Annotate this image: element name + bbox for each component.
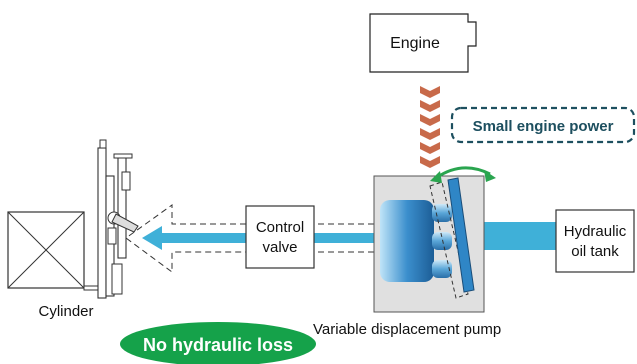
control-valve-label-line2: valve [262, 239, 297, 256]
pump-label: Variable displacement pump [313, 321, 501, 338]
cargo-crate-icon [7, 211, 85, 289]
hydraulic-tank-label-line2: oil tank [571, 243, 619, 260]
no-hydraulic-loss-label: No hydraulic loss [143, 335, 293, 355]
hydraulic-oil-tank: Hydraulic oil tank [555, 209, 635, 273]
variable-displacement-pump [373, 166, 496, 313]
cylinder-label: Cylinder [38, 303, 93, 320]
engine-power-flow [420, 86, 440, 168]
small-engine-power-label: Small engine power [473, 118, 614, 135]
control-valve-label-line1: Control [256, 219, 304, 236]
control-valve: Control valve [245, 205, 315, 269]
dashed-flow-outline [125, 204, 374, 273]
small-engine-power-callout: Small engine power [450, 106, 636, 144]
hydraulic-tank-label-line1: Hydraulic [564, 223, 627, 240]
no-hydraulic-loss-badge: No hydraulic loss [120, 322, 316, 364]
engine-label: Engine [390, 35, 440, 52]
cylinder-forklift-illustration: Cylinder [7, 139, 139, 320]
hydraulic-flow [142, 222, 556, 250]
engine-box: Engine [369, 13, 477, 73]
